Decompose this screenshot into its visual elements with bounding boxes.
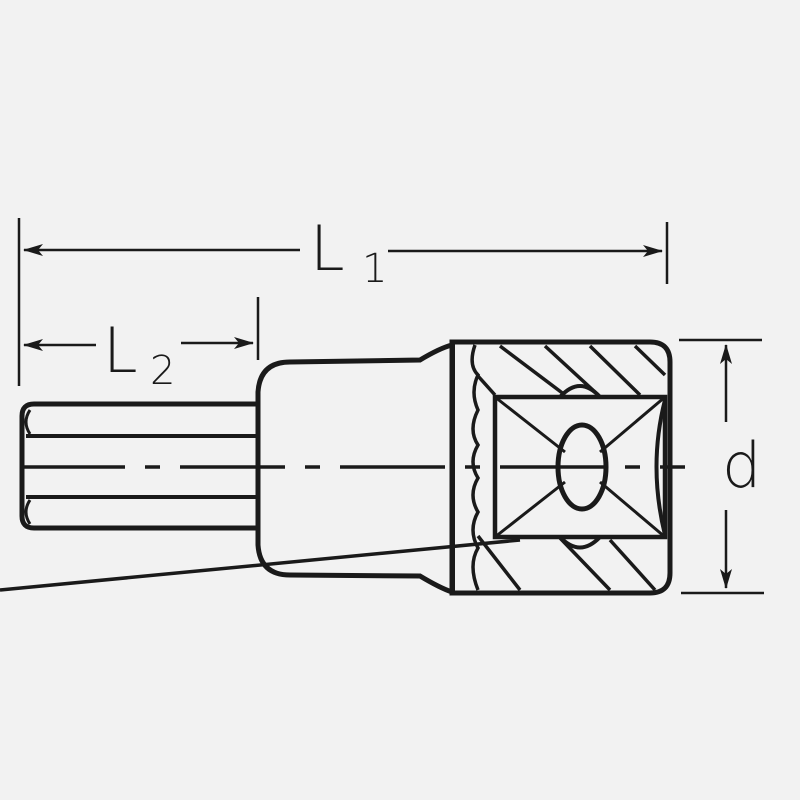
- label-l1-main: L: [310, 212, 345, 285]
- dimension-l1: [17, 218, 669, 386]
- socket-section-hatch: [0, 344, 667, 592]
- label-l1-sub: 1: [362, 246, 387, 292]
- label-l2-main: L: [103, 314, 138, 387]
- dimension-l2: [23, 297, 260, 360]
- dimension-d: [679, 338, 764, 595]
- label-l2-sub: 2: [150, 348, 175, 394]
- label-d: d: [722, 429, 761, 502]
